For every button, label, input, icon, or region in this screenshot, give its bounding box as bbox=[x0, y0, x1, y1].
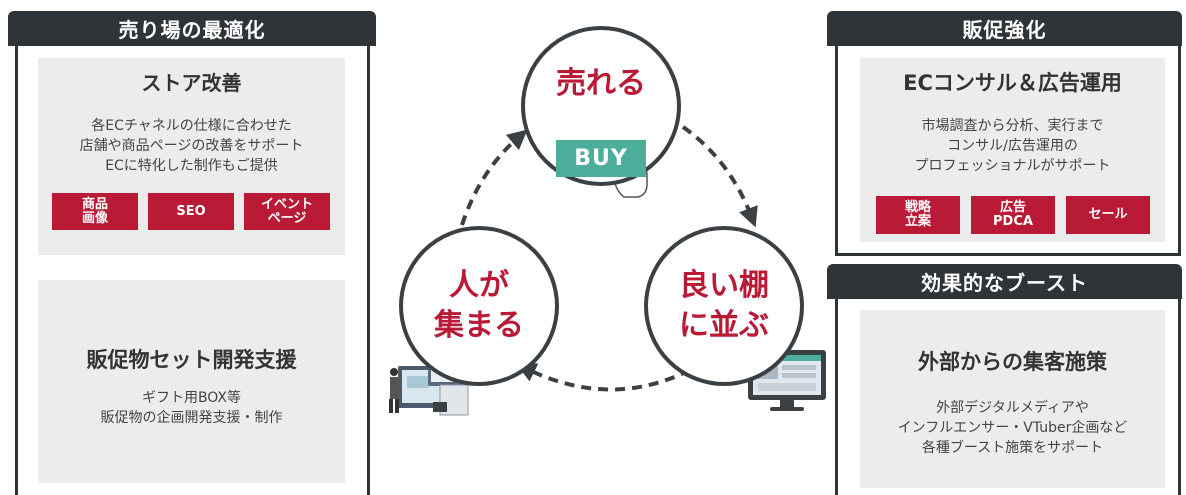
desc-line: インフルエンサー・VTuber企画など bbox=[897, 420, 1128, 436]
cycle-node-gather-label: 人が 集まる bbox=[434, 268, 524, 343]
tag-product-image: 商品 画像 bbox=[52, 193, 138, 230]
tag-strategy: 戦略 立案 bbox=[876, 196, 960, 234]
promo-dev-desc: ギフト用BOX等 販促物の企画開発支援・制作 bbox=[38, 388, 345, 428]
cycle-node-sell-label: 売れる bbox=[556, 66, 646, 101]
buy-badge: BUY bbox=[556, 140, 646, 177]
left-panel-header: 売り場の最適化 bbox=[8, 11, 376, 46]
desc-line: 外部デジタルメディアや bbox=[936, 400, 1089, 416]
tag-ad-pdca: 広告 PDCA bbox=[971, 196, 1055, 234]
tag-event-page: イベント ページ bbox=[244, 193, 330, 230]
ec-consulting-title: ECコンサル＆広告運用 bbox=[903, 71, 1122, 95]
desc-line: コンサル/広告運用の bbox=[947, 138, 1078, 154]
desc-line: 各ECチャネルの仕様に合わせた bbox=[91, 118, 292, 134]
promo-dev-title: 販促物セット開発支援 bbox=[86, 348, 297, 372]
promo-dev-card: 販促物セット開発支援 ギフト用BOX等 販促物の企画開発支援・制作 bbox=[38, 280, 345, 483]
store-improvement-desc: 各ECチャネルの仕様に合わせた 店舗や商品ページの改善をサポート ECに特化した… bbox=[38, 116, 345, 176]
cycle-node-shelf-label: 良い棚 に並ぶ bbox=[679, 268, 769, 343]
tag-seo: SEO bbox=[148, 193, 234, 230]
arrow-sell-to-shelf bbox=[681, 125, 758, 228]
desc-line: 市場調査から分析、実行まで bbox=[921, 118, 1104, 134]
tag-sale: セール bbox=[1066, 196, 1150, 234]
desc-line: 各種ブースト施策をサポート bbox=[921, 440, 1104, 456]
arrow-shelf-to-gather bbox=[516, 363, 691, 392]
right-top-header: 販促強化 bbox=[827, 11, 1182, 46]
desc-line: ECに特化した制作もご提供 bbox=[105, 158, 278, 174]
ec-consulting-desc: 市場調査から分析、実行まで コンサル/広告運用の プロフェッショナルがサポート bbox=[860, 116, 1165, 176]
people-gathering-illustration bbox=[389, 343, 469, 416]
desc-line: 店舗や商品ページの改善をサポート bbox=[79, 138, 304, 154]
external-acquisition-desc: 外部デジタルメディアや インフルエンサー・VTuber企画など 各種ブースト施策… bbox=[860, 398, 1165, 458]
ec-consulting-card: ECコンサル＆広告運用 市場調査から分析、実行まで コンサル/広告運用の プロフ… bbox=[860, 58, 1165, 242]
store-improvement-title: ストア改善 bbox=[141, 71, 242, 95]
external-acquisition-title: 外部からの集客施策 bbox=[918, 350, 1107, 374]
right-bottom-header: 効果的なブースト bbox=[827, 264, 1182, 299]
external-acquisition-card: 外部からの集客施策 外部デジタルメディアや インフルエンサー・VTuber企画な… bbox=[860, 310, 1165, 488]
desc-line: ギフト用BOX等 bbox=[141, 390, 242, 406]
desc-line: 販促物の企画開発支援・制作 bbox=[100, 410, 283, 426]
arrow-gather-to-sell bbox=[460, 129, 528, 226]
cycle-node-shelf: 良い棚 に並ぶ bbox=[644, 226, 804, 386]
store-improvement-card: ストア改善 各ECチャネルの仕様に合わせた 店舗や商品ページの改善をサポート E… bbox=[38, 58, 345, 255]
cycle-node-gather: 人が 集まる bbox=[399, 226, 559, 386]
desc-line: プロフェッショナルがサポート bbox=[914, 158, 1111, 174]
